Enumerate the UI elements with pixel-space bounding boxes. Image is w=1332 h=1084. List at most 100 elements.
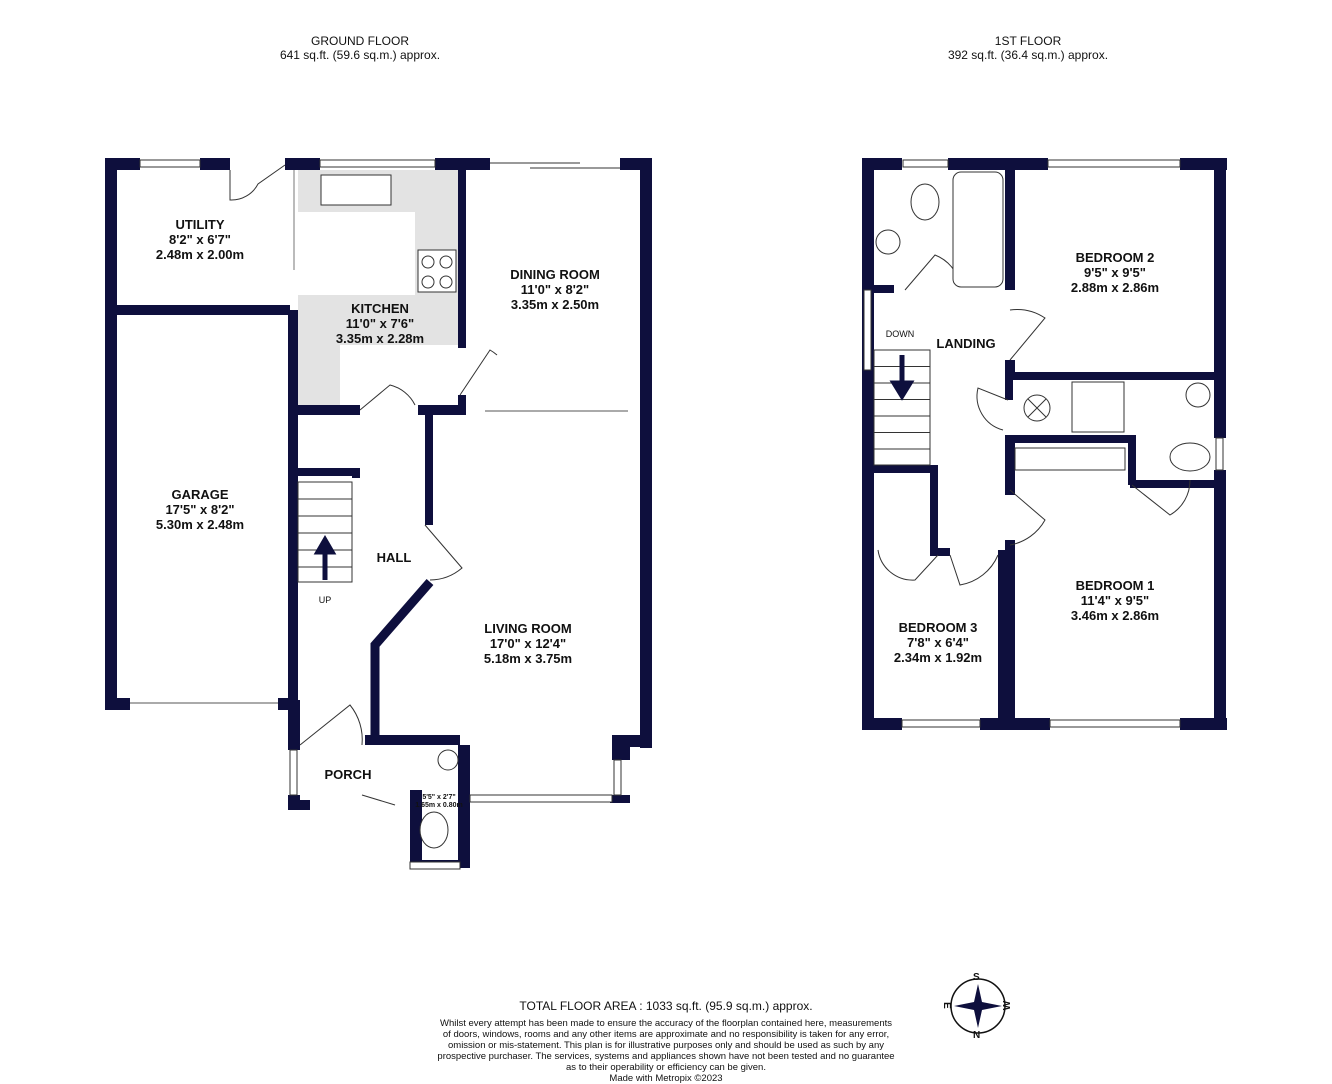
hob-ring-icon [439,275,453,289]
first-floor-title: 1ST FLOOR [994,34,1062,48]
room-dim-imperial: 17'0" x 12'4" [489,636,567,651]
wall [948,158,1048,170]
first-floor-header: 1ST FLOOR 392 sq.ft. (36.4 sq.m.) approx… [908,34,1148,62]
room-label-porch: PORCH [324,767,372,782]
room-name: UTILITY [175,217,225,232]
basin-icon [875,229,901,255]
room-label-kitchen: KITCHEN 11'0" x 7'6" 3.35m x 2.28m [310,301,450,346]
wall [105,305,290,315]
room-dim-metric: 5.18m x 3.75m [483,651,573,666]
wall [352,468,360,478]
wall [298,405,360,415]
sink-icon [320,174,392,206]
wall [288,158,298,170]
window [901,719,981,728]
window [409,861,461,870]
toilet-icon [910,183,940,221]
room-dim-imperial: 8'2" x 6'7" [169,232,231,247]
wall [874,285,894,293]
hob-ring-icon [421,255,435,269]
disclaimer-line: of doors, windows, rooms and any other i… [442,1029,890,1040]
wardrobe-icon [1014,447,1126,471]
wall [1005,360,1015,380]
basin-icon [1185,382,1211,408]
room-label-bedroom-1: BEDROOM 1 11'4" x 9'5" 3.46m x 2.86m [1045,578,1185,623]
stairs-up-arrow-icon [313,535,337,580]
wall [1130,480,1225,488]
room-name: DINING ROOM [510,267,600,282]
wall [998,550,1008,730]
wall [862,718,902,730]
door-swing [299,704,363,746]
wall [298,800,310,810]
room-name: LIVING ROOM [484,621,572,636]
door-swing [1131,479,1191,516]
wall [1214,470,1226,730]
room-dim-metric: 5.30m x 2.48m [155,517,245,532]
room-dim-metric: 1.65m x 0.80m [415,802,463,809]
door-swing [229,164,286,201]
door-swing [904,254,961,291]
stairs-down-arrow-icon [889,355,915,401]
wall [1005,170,1015,290]
hob-ring-icon [439,255,453,269]
room-label-wc: 5'5" x 2'7" 1.65m x 0.80m [408,794,470,810]
wall [1128,435,1136,485]
wall [410,790,422,865]
wall [458,158,466,348]
stairs-up-label: UP [318,595,332,605]
window [289,749,298,796]
door-swing [949,554,999,586]
room-dim-imperial: 9'5" x 9'5" [1084,265,1146,280]
basin-icon [437,749,459,771]
extractor-icon [1027,398,1047,418]
wall [930,548,950,556]
wall [1180,718,1227,730]
wall [288,415,298,715]
wall [1005,372,1225,380]
window [902,159,949,168]
room-dim-metric: 2.48m x 2.00m [155,247,245,262]
wall [610,795,630,803]
wall-angled [370,579,434,738]
room-label-landing: LANDING [936,336,996,351]
first-floor-area: 392 sq.ft. (36.4 sq.m.) approx. [947,48,1109,62]
room-dim-imperial: 5'5" x 2'7" [422,794,456,801]
ground-floor-header: GROUND FLOOR 641 sq.ft. (59.6 sq.m.) app… [240,34,480,62]
wall [1005,435,1015,495]
window [1215,437,1224,471]
room-name: BEDROOM 3 [898,620,978,635]
wall [200,158,230,170]
window [139,159,201,168]
disclaimer: Whilst every attempt has been made to en… [416,1018,916,1084]
window [613,759,622,796]
kitchen-floor [298,295,340,405]
wall [298,468,360,476]
wall [105,158,117,710]
wall [1005,540,1015,730]
door-swing [1009,489,1046,546]
wall [930,465,938,555]
window [863,289,872,371]
room-dim-imperial: 7'8" x 6'4" [907,635,969,650]
wall [458,745,470,865]
compass-top: S [973,972,980,983]
room-name: KITCHEN [351,301,409,316]
ground-floor-title: GROUND FLOOR [310,34,409,48]
room-label-bedroom-3: BEDROOM 3 7'8" x 6'4" 2.34m x 1.92m [868,620,1008,665]
room-label-living-room: LIVING ROOM 17'0" x 12'4" 5.18m x 3.75m [458,621,598,666]
window [1049,719,1181,728]
door-swing [459,349,498,396]
wall [365,735,460,745]
room-label-dining-room: DINING ROOM 11'0" x 8'2" 3.35m x 2.50m [485,267,625,312]
disclaimer-line: omission or mis-statement. This plan is … [448,1040,884,1051]
disclaimer-line: as to their operability or efficiency ca… [566,1062,766,1073]
wall [1005,375,1013,400]
disclaimer-line: prospective purchaser. The services, sys… [437,1051,895,1062]
door-swing [359,384,416,411]
wall [1214,158,1226,438]
compass-left: E [940,1002,952,1009]
room-label-utility: UTILITY 8'2" x 6'7" 2.48m x 2.00m [130,217,270,262]
credit-line: Made with Metropix ©2023 [609,1073,723,1084]
